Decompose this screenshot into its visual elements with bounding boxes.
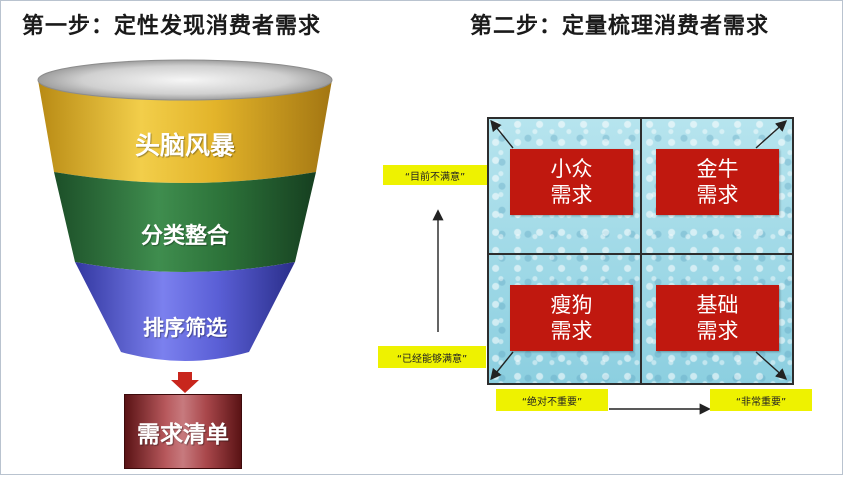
tag-already-satisfied: “已经能够满意” bbox=[378, 346, 486, 368]
demand-list-box: 需求清单 bbox=[124, 394, 242, 469]
funnel-layer-3-shape bbox=[75, 262, 295, 361]
tag-not-important: “绝对不重要” bbox=[496, 389, 608, 411]
quadrant-cash-cow: 金牛需求 bbox=[656, 149, 779, 215]
funnel-layer-2-shape bbox=[54, 172, 316, 272]
step1-title: 第一步：定性发现消费者需求 bbox=[22, 14, 322, 39]
funnel-layer-3-label: 排序筛选 bbox=[143, 316, 227, 340]
funnel-layer-1-shape bbox=[38, 80, 332, 183]
quadrant-niche: 小众需求 bbox=[510, 149, 633, 215]
tag-very-important: “非常重要” bbox=[710, 389, 812, 411]
funnel-layer-2-label: 分类整合 bbox=[140, 224, 230, 249]
matrix-vertical-divider bbox=[640, 119, 642, 383]
quadrant-basic: 基础需求 bbox=[656, 285, 779, 351]
funnel-layer-1-label: 头脑风暴 bbox=[134, 131, 236, 160]
quadrant-dog: 瘦狗需求 bbox=[510, 285, 633, 351]
matrix-horizontal-divider bbox=[489, 253, 792, 255]
tag-currently-unsatisfied: “目前不满意” bbox=[383, 165, 487, 185]
step2-title: 第二步：定量梳理消费者需求 bbox=[470, 14, 770, 39]
funnel-top-rim bbox=[37, 59, 333, 101]
funnel-down-arrow bbox=[171, 372, 199, 393]
